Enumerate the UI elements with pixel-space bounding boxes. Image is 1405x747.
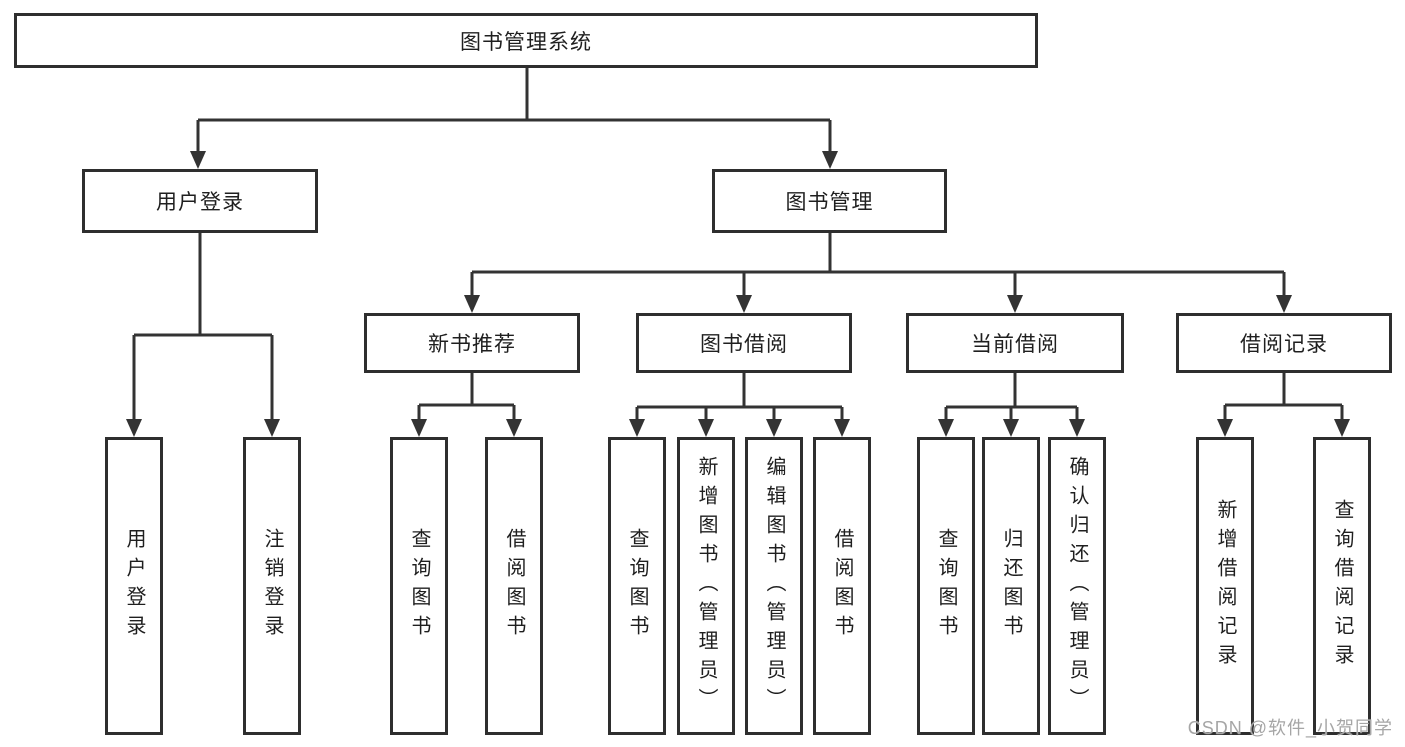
node-label: 当前借阅 [971, 333, 1059, 356]
node-label: 查询图书 [935, 528, 957, 644]
csdn-watermark: CSDN @软件_小贺同学 [1187, 718, 1393, 738]
node-label: 确认归还（管理员） [1066, 455, 1088, 717]
node-label: 归还图书 [1000, 528, 1022, 644]
node-label: 借阅图书 [831, 528, 853, 644]
leaf-query-borrow-record: 查询借阅记录 [1313, 437, 1371, 735]
leaf-edit-books-admin: 编辑图书（管理员） [745, 437, 803, 735]
node-label: 用户登录 [156, 191, 244, 214]
node-current-borrowing: 当前借阅 [906, 313, 1124, 373]
node-label: 图书管理 [785, 191, 874, 214]
arrowhead-icons [126, 151, 1350, 437]
leaf-borrow-books: 借阅图书 [813, 437, 871, 735]
node-borrowing-records: 借阅记录 [1176, 313, 1392, 373]
leaf-user-login: 用户登录 [105, 437, 163, 735]
node-label: 图书借阅 [700, 333, 788, 356]
node-user-login: 用户登录 [82, 169, 318, 233]
leaf-query-books-recommend: 查询图书 [390, 437, 448, 735]
node-label: 借阅记录 [1240, 333, 1328, 356]
node-label: 查询图书 [626, 528, 648, 644]
leaf-logout: 注销登录 [243, 437, 301, 735]
node-book-management: 图书管理 [712, 169, 947, 233]
node-label: 新增借阅记录 [1214, 499, 1236, 673]
node-label: 编辑图书（管理员） [763, 455, 785, 717]
node-label: 查询图书 [408, 528, 430, 644]
node-label: 新增图书（管理员） [695, 455, 717, 717]
node-label: 图书管理系统 [460, 30, 592, 54]
leaf-return-books: 归还图书 [982, 437, 1040, 735]
node-root-library-system: 图书管理系统 [14, 13, 1038, 68]
node-label: 注销登录 [261, 528, 283, 644]
node-label: 新书推荐 [428, 333, 516, 356]
leaf-add-books-admin: 新增图书（管理员） [677, 437, 735, 735]
leaf-query-books-borrow: 查询图书 [608, 437, 666, 735]
node-label: 借阅图书 [503, 528, 525, 644]
node-label: 查询借阅记录 [1331, 499, 1353, 673]
leaf-query-books-current: 查询图书 [917, 437, 975, 735]
node-new-book-recommendation: 新书推荐 [364, 313, 580, 373]
node-book-borrowing: 图书借阅 [636, 313, 852, 373]
leaf-borrow-books-recommend: 借阅图书 [485, 437, 543, 735]
leaf-confirm-return-admin: 确认归还（管理员） [1048, 437, 1106, 735]
node-label: 用户登录 [123, 528, 145, 644]
leaf-add-borrow-record: 新增借阅记录 [1196, 437, 1254, 735]
